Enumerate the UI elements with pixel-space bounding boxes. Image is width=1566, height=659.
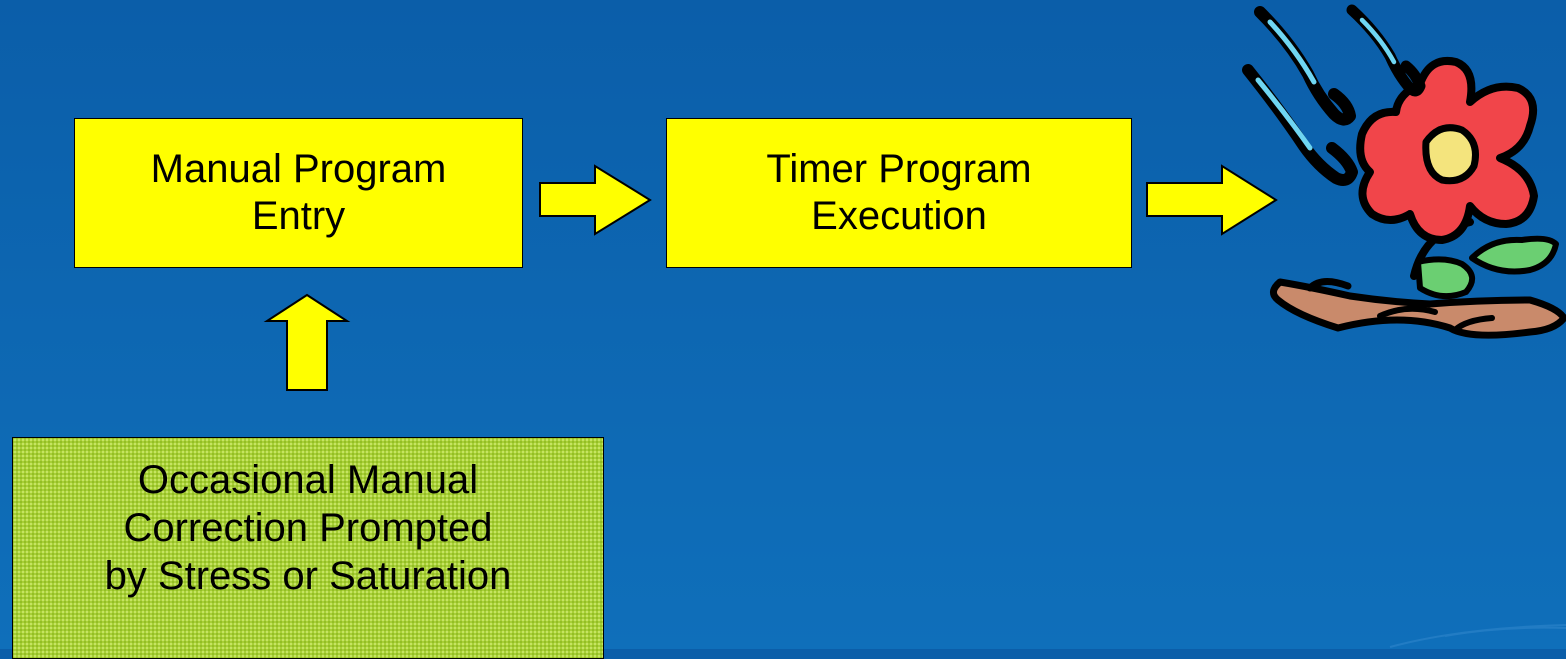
manual-correction-line1: Occasional Manual xyxy=(137,458,479,502)
manual-program-entry-box: Manual Program Entry xyxy=(74,118,523,268)
arrow-manual-to-timer xyxy=(539,164,652,236)
manual-program-entry-line2: Entry xyxy=(251,194,346,238)
manual-correction-line2: Correction Prompted xyxy=(123,506,493,550)
arrow-timer-to-flower xyxy=(1146,164,1278,236)
timer-program-execution-line1: Timer Program xyxy=(766,147,1032,192)
manual-correction-box: Occasional Manual Correction Prompted by… xyxy=(12,437,604,659)
arrow-correction-to-manual xyxy=(263,293,351,391)
manual-correction-line3: by Stress or Saturation xyxy=(104,554,512,598)
decorative-swoosh xyxy=(1389,624,1566,648)
manual-program-entry-line1: Manual Program xyxy=(150,147,447,192)
timer-program-execution-line2: Execution xyxy=(811,194,987,238)
timer-program-execution-box: Timer Program Execution xyxy=(666,118,1132,268)
watered-flower-icon xyxy=(1242,4,1566,339)
